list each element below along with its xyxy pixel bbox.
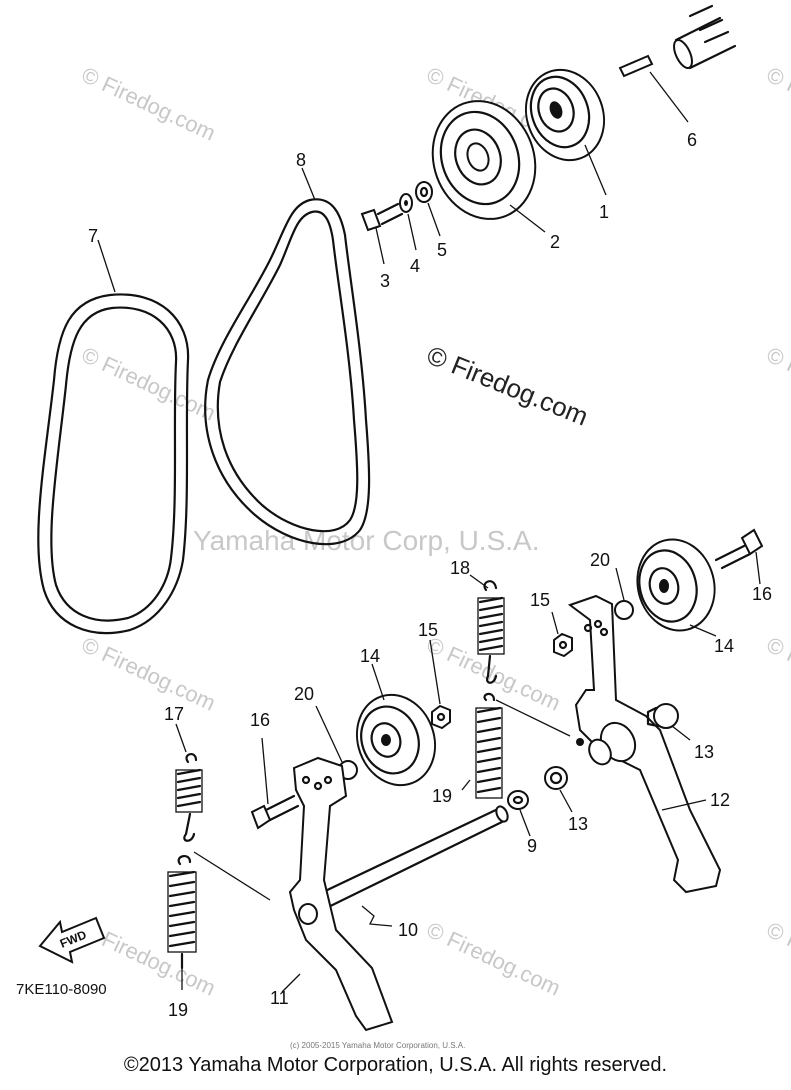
callout-14-right: 14: [714, 636, 734, 656]
copyright-footer: ©2013 Yamaha Motor Corporation, U.S.A. A…: [123, 1054, 668, 1076]
callout-2: 2: [550, 232, 560, 252]
callout-16-left: 16: [250, 710, 270, 730]
callout-6: 6: [687, 130, 697, 150]
part-14-idler-pulley-left: [355, 663, 437, 787]
part-18-spring: [469, 574, 505, 684]
part-19-spring-middle: [461, 692, 503, 799]
watermark-firedog: © Firedog.com: [763, 342, 791, 426]
callout-19-left: 19: [168, 1000, 188, 1020]
part-15-nut-left: [429, 639, 451, 730]
callout-19-middle: 19: [432, 786, 452, 806]
part-1-pulley: [524, 68, 607, 196]
callout-17: 17: [164, 704, 184, 724]
part-9-nut: [507, 790, 531, 837]
part-8-belt: [204, 167, 371, 546]
callout-labels: 1 2 3 4 5 6 7 8 9 10 11 12 13 13 14 14 1…: [88, 130, 772, 1020]
callout-3: 3: [380, 271, 390, 291]
callout-12: 12: [710, 790, 730, 810]
watermark-firedog: © Firedog.com: [763, 632, 791, 716]
callout-9: 9: [527, 836, 537, 856]
callout-8: 8: [296, 150, 306, 170]
part-17-spring: [175, 723, 203, 842]
part-11-arm-left: [281, 756, 394, 1032]
part-16-bolt-right: [714, 528, 764, 585]
watermark-firedog: © Firedog.com: [78, 62, 220, 146]
watermark-firedog: © Firedog.com: [78, 632, 220, 716]
part-13-bushing-lower: [544, 766, 573, 813]
watermark-firedog: © Firedog.com: [763, 62, 791, 146]
callout-16-right: 16: [752, 584, 772, 604]
part-16-bolt-left: [250, 737, 300, 830]
part-3-bolt: [360, 202, 404, 265]
part-7-belt: [37, 239, 190, 635]
callout-4: 4: [410, 256, 420, 276]
part-6-shaft-key: [618, 4, 737, 123]
part-4-washer: [399, 193, 417, 251]
diagram-code: 7KE110-8090: [16, 981, 107, 998]
callout-1: 1: [599, 202, 609, 222]
watermark-firedog: © Firedog.com: [423, 917, 565, 1001]
callout-10: 10: [398, 920, 418, 940]
part-19-spring-left: [167, 855, 197, 990]
leader-lines: [193, 699, 571, 901]
callout-15-right: 15: [530, 590, 550, 610]
callout-13-upper: 13: [694, 742, 714, 762]
callout-11: 11: [270, 988, 289, 1008]
part-5-washer: [415, 181, 441, 237]
part-12-arm-right: [567, 594, 722, 894]
watermark-corp: Yamaha Motor Corp, U.S.A.: [193, 525, 540, 556]
callout-5: 5: [437, 240, 447, 260]
small-copyright: (c) 2005-2015 Yamaha Motor Corporation, …: [290, 1041, 465, 1050]
callout-7: 7: [88, 226, 98, 246]
part-10-shaft: [300, 805, 509, 927]
callout-13-lower: 13: [568, 814, 588, 834]
part-14-idler-pulley-right: [636, 538, 717, 637]
callout-14-left: 14: [360, 646, 380, 666]
callout-20-right: 20: [590, 550, 610, 570]
part-20-collar-right: [614, 567, 634, 620]
part-15-nut-right: [551, 611, 573, 658]
fwd-arrow-icon: FWD: [38, 916, 106, 964]
part-13-bushing-upper: [646, 703, 691, 741]
callout-20-left: 20: [294, 684, 314, 704]
watermark-firedog-center: © Firedog.com: [423, 340, 593, 432]
callout-18: 18: [450, 558, 470, 578]
watermark-firedog: © Firedog.com: [78, 342, 220, 426]
part-2-pulley: [431, 100, 546, 233]
watermark-firedog: © Firedog.com: [423, 632, 565, 716]
watermark-firedog: © Firedog.com: [763, 917, 791, 1001]
callout-15-left: 15: [418, 620, 438, 640]
